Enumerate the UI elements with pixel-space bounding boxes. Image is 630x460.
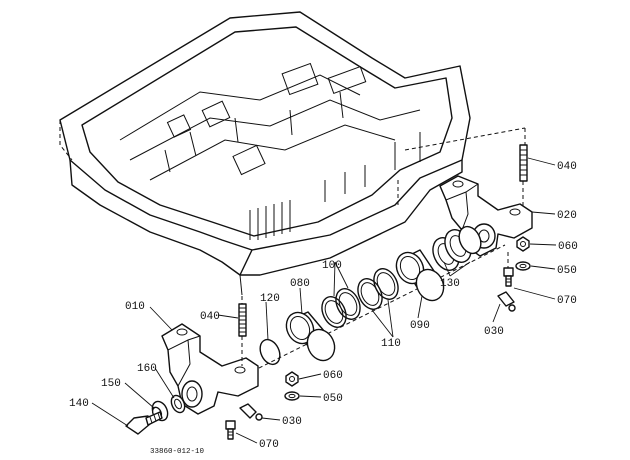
label-070-left: 070	[259, 439, 279, 451]
label-020: 020	[557, 210, 577, 222]
label-110: 110	[381, 338, 401, 350]
nut-060-right	[516, 236, 530, 252]
label-080: 080	[290, 278, 310, 290]
label-040-right: 040	[557, 161, 577, 173]
bolt-140	[125, 411, 163, 435]
rings-110	[357, 268, 399, 310]
grease-nipple-030-left	[239, 403, 263, 421]
label-160: 160	[137, 363, 157, 375]
bracket-020	[439, 175, 533, 257]
nut-060-left	[285, 371, 299, 387]
label-120: 120	[260, 293, 280, 305]
label-140: 140	[69, 398, 89, 410]
drawing-code: 33860-012-10	[150, 448, 205, 456]
washer-050-right	[515, 261, 531, 271]
sleeve-080	[285, 311, 336, 362]
stud-040-left	[238, 303, 247, 337]
grease-nipple-030-right	[497, 291, 516, 312]
leader-lines	[91, 157, 557, 444]
axis-centerline	[214, 244, 506, 391]
label-050-left: 050	[323, 393, 343, 405]
washer-050-left	[284, 391, 300, 401]
label-010: 010	[125, 301, 145, 313]
seals-130	[432, 225, 482, 271]
label-100: 100	[322, 260, 342, 272]
label-150: 150	[101, 378, 121, 390]
bolt-070-left	[225, 420, 236, 440]
part-labels: 010 040 020 060 050 070 030 040 120 080 …	[69, 161, 578, 456]
label-050-right: 050	[557, 265, 577, 277]
spacer-160	[170, 394, 186, 414]
rings-100	[321, 288, 361, 328]
stud-040-right	[519, 144, 528, 182]
transmission-housing	[59, 11, 526, 296]
label-040-left: 040	[200, 311, 220, 323]
label-130: 130	[440, 278, 460, 290]
ring-120	[259, 338, 281, 366]
sleeve-090	[395, 249, 445, 302]
label-090: 090	[410, 320, 430, 332]
label-060-right: 060	[558, 241, 578, 253]
label-060-left: 060	[323, 370, 343, 382]
label-030-right: 030	[484, 326, 504, 338]
bolt-070-right	[503, 267, 514, 287]
bracket-010	[161, 323, 259, 415]
label-030-left: 030	[282, 416, 302, 428]
label-070-right: 070	[557, 295, 577, 307]
